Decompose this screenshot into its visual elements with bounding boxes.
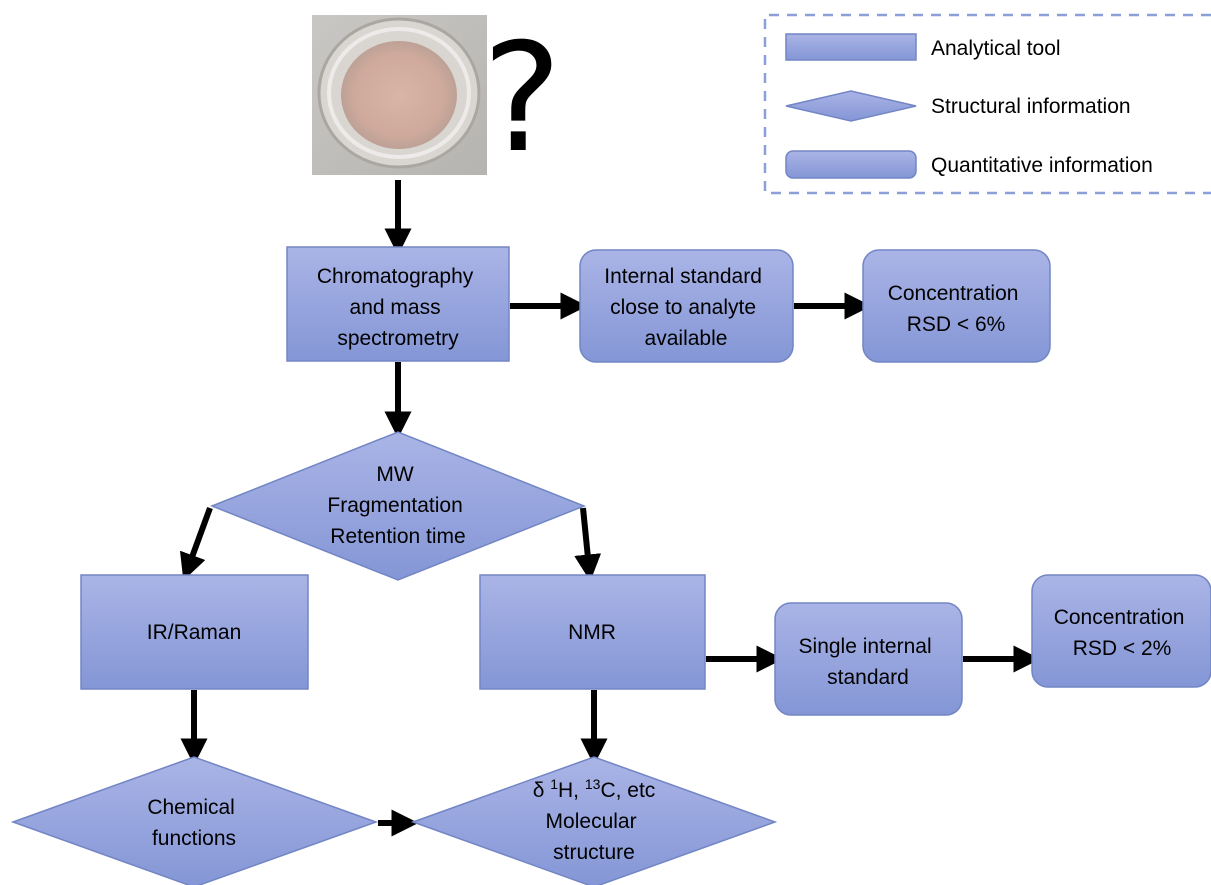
arrows	[179, 180, 1041, 837]
arrow-ms-info-to-nmr	[574, 507, 602, 582]
concentration-ms-label-line-2: RSD < 6%	[907, 313, 1006, 336]
single-standard-label: Single internal standard	[799, 635, 938, 689]
chemical-functions-label-line-1: Chemical	[147, 796, 235, 819]
concentration-ms-label-line-1: Concentration	[888, 282, 1019, 305]
chemical-functions-diamond	[10, 756, 379, 885]
legend-border	[763, 13, 1211, 195]
nmr-box	[479, 574, 706, 690]
ms-info-diamond	[209, 431, 587, 581]
h-mass-number: 1	[550, 776, 558, 792]
c-text: C, etc	[600, 779, 655, 802]
internal-standard-label-line-2: close to analyte	[610, 296, 756, 319]
ms-info-label-line-1: MW	[376, 463, 413, 486]
chemical-functions-label: Chemical functions	[147, 796, 240, 850]
delta-symbol: δ	[533, 779, 551, 802]
legend-structural-label: Structural information	[931, 95, 1131, 118]
single-standard-label-line-1: Single internal	[799, 635, 932, 658]
internal-standard-label-line-3: available	[645, 327, 728, 350]
nmr-info-label: Molecular structure	[546, 810, 643, 864]
internal-standard-label: Internal standard close to analyte avail…	[604, 265, 767, 350]
chromatography-label-line-1: Chromatography	[317, 265, 474, 288]
h-text: H,	[558, 779, 585, 802]
ir-raman-box	[80, 574, 309, 690]
nmr-info-diamond	[410, 756, 778, 885]
ir-raman-label: IR/Raman	[147, 621, 242, 644]
concentration-ms-box	[862, 249, 1051, 363]
sample-dish-icon	[341, 41, 457, 149]
concentration-nmr-box	[1031, 574, 1211, 688]
legend: Analytical tool Structural information Q…	[763, 13, 1211, 195]
concentration-nmr-label-line-2: RSD < 2%	[1073, 637, 1172, 660]
chemical-functions-label-line-2: functions	[152, 827, 236, 850]
unknown-sample-question-mark: ?	[482, 12, 562, 186]
chromatography-label-line-2: and mass	[350, 296, 441, 319]
ms-info-label-line-3: Retention time	[330, 525, 465, 548]
single-standard-label-line-2: standard	[827, 666, 909, 689]
ms-info-label-line-2: Fragmentation	[327, 494, 462, 517]
ms-info-label: MW Fragmentation Retention time	[327, 463, 468, 548]
concentration-nmr-label: Concentration RSD < 2%	[1054, 606, 1191, 660]
concentration-ms-label: Concentration RSD < 6%	[888, 282, 1025, 336]
chromatography-label: Chromatography and mass spectrometry	[317, 265, 479, 350]
legend-quantitative-label: Quantitative information	[931, 154, 1153, 177]
internal-standard-box	[579, 249, 794, 363]
legend-tool-label: Analytical tool	[931, 37, 1061, 60]
arrow-ms-info-to-ir-raman	[179, 506, 213, 581]
chromatography-label-line-3: spectrometry	[337, 327, 459, 350]
nmr-info-label-line-3: structure	[553, 841, 635, 864]
legend-quantitative-swatch	[785, 150, 917, 179]
nmr-label: NMR	[568, 621, 616, 644]
concentration-nmr-label-line-1: Concentration	[1054, 606, 1185, 629]
sample-photo	[312, 15, 487, 175]
legend-tool-swatch	[785, 33, 917, 61]
nmr-info-label-line-2: Molecular	[546, 810, 637, 833]
nmr-info-label-line-1: δ 1H, 13C, etc	[533, 776, 656, 802]
internal-standard-label-line-1: Internal standard	[604, 265, 762, 288]
c-mass-number: 13	[585, 776, 601, 792]
chromatography-box	[286, 246, 510, 362]
single-standard-box	[774, 602, 963, 716]
legend-structural-swatch	[785, 90, 917, 122]
